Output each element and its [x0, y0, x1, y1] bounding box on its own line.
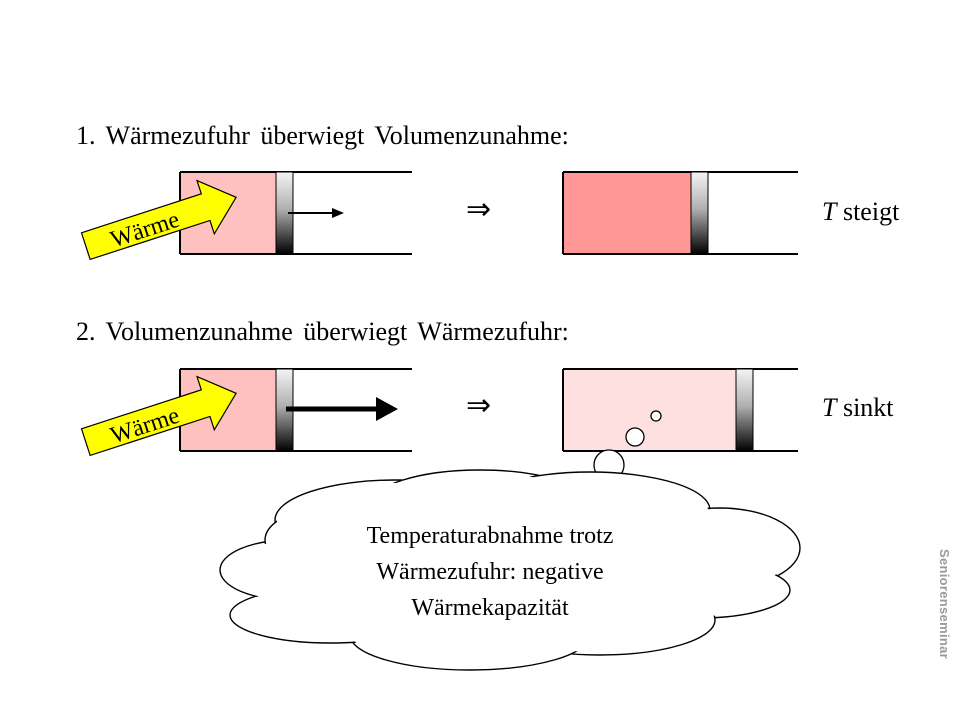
implies-symbol: ⇒ — [466, 192, 492, 227]
result-text: sinkt — [842, 393, 894, 422]
scenario-2-heading: 2. Volumenzunahme überwiegt Wärmezufuhr: — [76, 317, 569, 346]
large-motion-arrow — [286, 397, 398, 421]
watermark: Seniorenseminar — [937, 549, 952, 659]
temperature-symbol: T — [822, 393, 837, 422]
gas-region — [563, 369, 736, 451]
cloud-line: Wärmezufuhr: negative — [376, 559, 604, 585]
piston — [690, 171, 709, 255]
result-text: steigt — [842, 197, 900, 226]
gas-region — [563, 172, 691, 254]
result-2: T sinkt — [822, 393, 894, 423]
cylinder-2-after — [562, 368, 798, 452]
scenario-1-heading: 1. Wärmezufuhr überwiegt Volumenzunahme: — [76, 121, 569, 150]
temperature-symbol: T — [822, 197, 837, 226]
cloud-line: Temperaturabnahme trotz — [366, 523, 614, 549]
thought-cloud-fill — [222, 473, 798, 667]
cylinder-1-after — [562, 171, 798, 255]
implies-symbol: ⇒ — [466, 388, 492, 423]
result-1: T steigt — [822, 197, 899, 227]
piston — [735, 368, 754, 452]
thought-cloud-text: Temperaturabnahme trotz Wärmezufuhr: neg… — [300, 518, 680, 626]
small-motion-arrow — [288, 208, 344, 218]
cloud-line: Wärmekapazität — [411, 595, 569, 621]
